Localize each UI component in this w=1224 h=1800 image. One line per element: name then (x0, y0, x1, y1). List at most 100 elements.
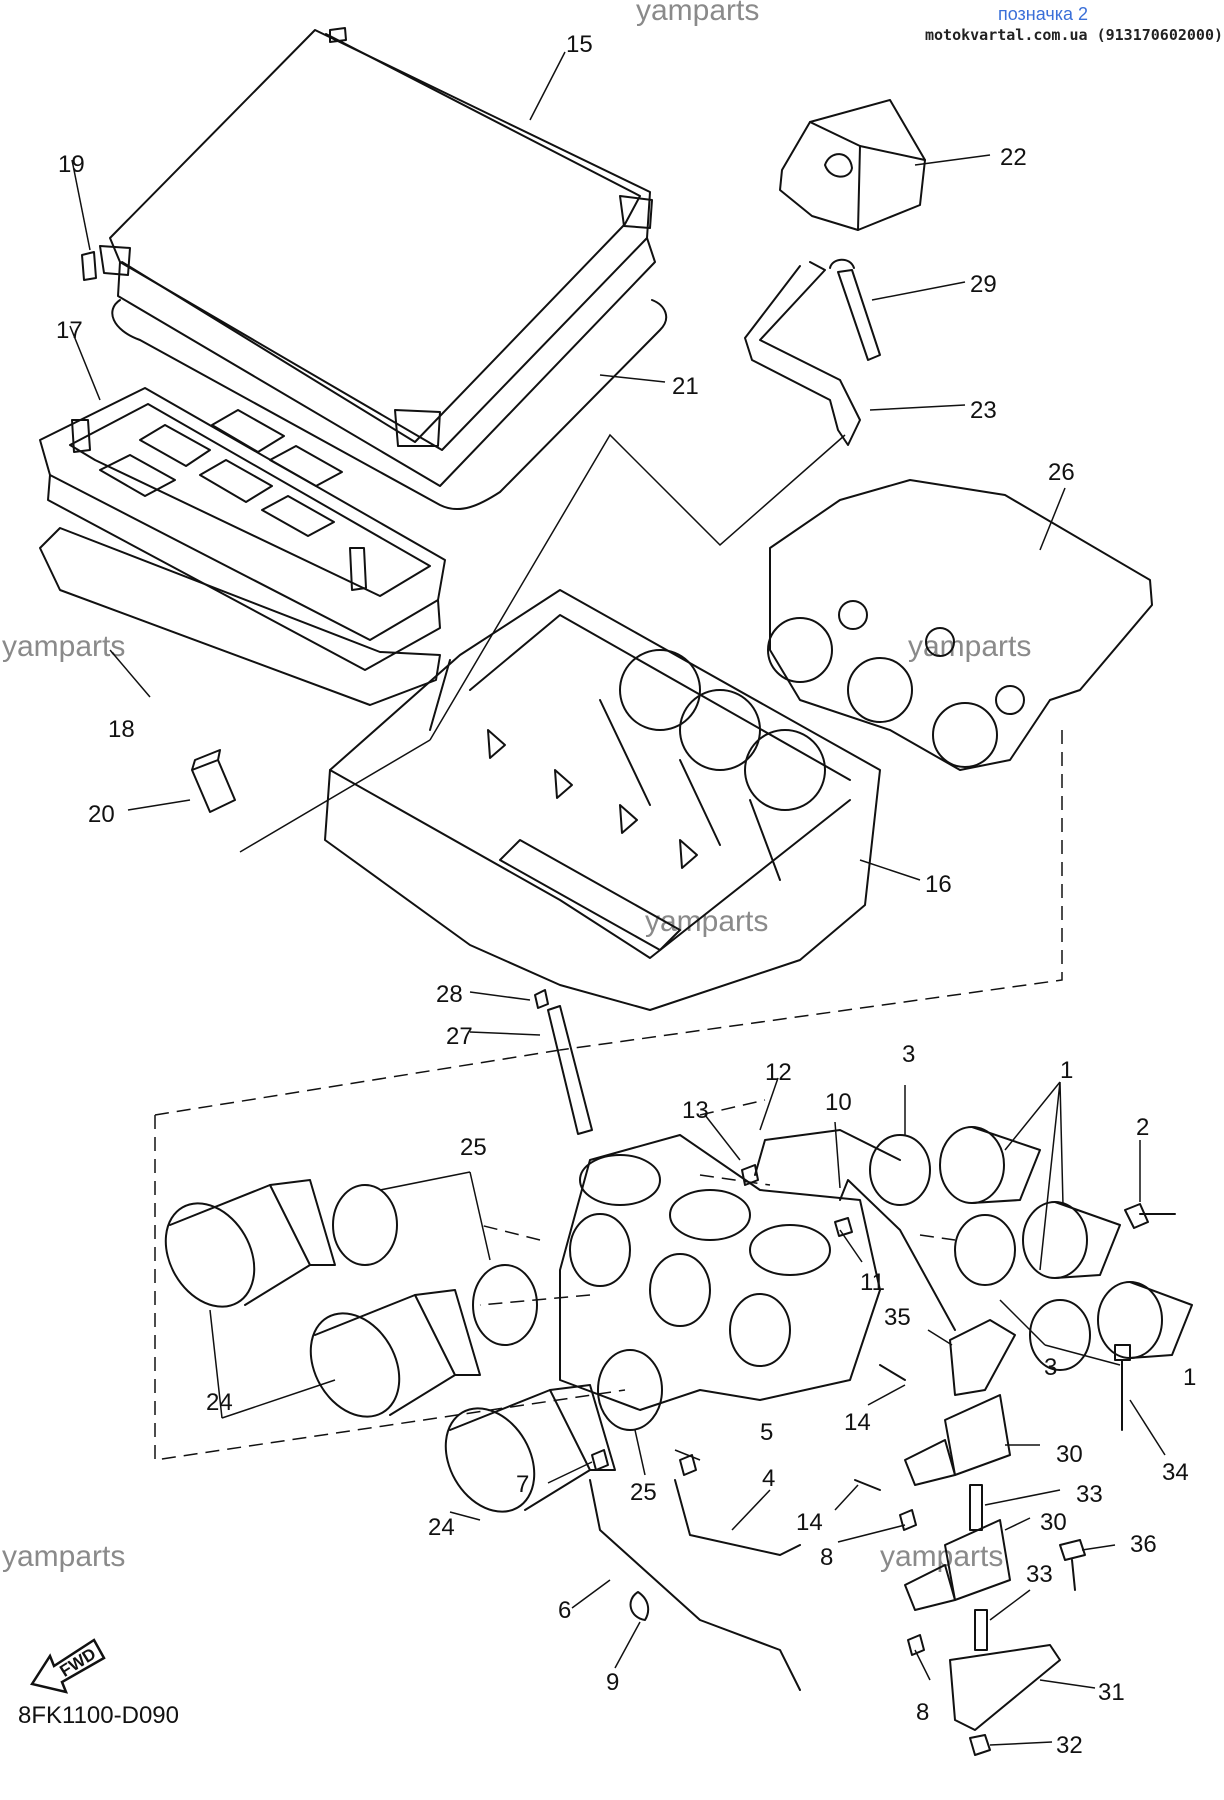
callout-14b: 14 (796, 1509, 823, 1536)
callout-3b: 3 (1044, 1354, 1057, 1381)
callout-26: 26 (1048, 459, 1075, 486)
clamp-part-3a (869, 1134, 931, 1206)
callout-23: 23 (970, 397, 997, 424)
hose-part-12 (754, 1129, 901, 1176)
watermark-bottom-left: yamparts (2, 1540, 126, 1573)
callout-30b: 30 (1040, 1509, 1067, 1536)
fwd-arrow-icon: FWD (28, 1618, 108, 1699)
guide-lines (154, 730, 1063, 1461)
callout-32: 32 (1056, 1732, 1083, 1759)
callout-13: 13 (682, 1097, 709, 1124)
pipe-part-33b (974, 1609, 988, 1651)
callout-24a: 24 (206, 1389, 233, 1416)
callout-1b: 1 (1183, 1364, 1196, 1391)
source-label: motokvartal.com.ua (913170602000) (925, 26, 1224, 44)
air-filter-cover-part-15 (99, 27, 656, 487)
clamp-part-3b (954, 1214, 1016, 1286)
callout-34: 34 (1162, 1459, 1189, 1486)
pipe-part-33a (969, 1484, 983, 1531)
hose-part-6 (589, 1479, 801, 1691)
filter-element-part-17 (39, 387, 446, 671)
sensor-part-22 (779, 99, 926, 231)
clip-part-7 (591, 1449, 609, 1471)
intake-joint-part-1c (1097, 1281, 1193, 1359)
pin-part-14a (879, 1364, 906, 1381)
callout-10: 10 (825, 1089, 852, 1116)
callout-17: 17 (56, 317, 83, 344)
callout-20: 20 (88, 801, 115, 828)
callout-27: 27 (446, 1023, 473, 1050)
callout-33a: 33 (1076, 1481, 1103, 1508)
clamp-part-25b (472, 1264, 538, 1346)
joint-part-13 (741, 1164, 759, 1186)
hose-part-23 (744, 261, 861, 446)
plate-part-31 (949, 1644, 1061, 1731)
callout-1a: 1 (1060, 1057, 1073, 1084)
hose-part-10 (839, 1179, 956, 1331)
callout-12: 12 (765, 1059, 792, 1086)
intake-joint-part-1b (1022, 1201, 1121, 1279)
callout-35: 35 (884, 1304, 911, 1331)
clamp-part-3c (1029, 1299, 1091, 1371)
callout-22: 22 (1000, 144, 1027, 171)
clip-part-19 (81, 251, 97, 281)
screw-part-2 (1124, 1203, 1176, 1229)
connection-line (239, 433, 846, 853)
leader-lines (69, 51, 1166, 1746)
diagram-tag: позначка 2 (998, 4, 1089, 24)
intake-funnel-24b (309, 1289, 481, 1418)
block-part-20 (191, 749, 236, 813)
pin-part-14b (854, 1479, 881, 1491)
callout-30a: 30 (1056, 1441, 1083, 1468)
callout-2: 2 (1136, 1114, 1149, 1141)
clip-part-8b (907, 1634, 925, 1656)
bolt-part-36 (1059, 1539, 1086, 1591)
callout-25a: 25 (460, 1134, 487, 1161)
callout-21: 21 (672, 373, 699, 400)
callout-11: 11 (860, 1269, 885, 1296)
callout-8a: 8 (820, 1544, 833, 1571)
callout-15: 15 (566, 31, 593, 58)
intake-funnel-24c (444, 1384, 616, 1513)
intake-joint-part-1a (939, 1126, 1041, 1204)
air-valve-part-30b (904, 1519, 1011, 1611)
clip-part-9 (629, 1591, 650, 1621)
clip-part-8a (899, 1509, 917, 1531)
callout-28: 28 (436, 981, 463, 1008)
nut-part-32 (969, 1734, 991, 1756)
callout-5: 5 (760, 1419, 773, 1446)
gasket-plate-part-26 (767, 479, 1153, 771)
watermark-top: yamparts (636, 0, 760, 27)
callout-3a: 3 (902, 1041, 915, 1068)
clamp-part-25c (597, 1349, 663, 1431)
throttle-body-assembly (559, 1134, 881, 1411)
sponge-part-18 (39, 527, 441, 706)
clamp-part-25a (332, 1184, 398, 1266)
callout-33b: 33 (1026, 1561, 1053, 1588)
intake-funnel-24a (164, 1179, 336, 1308)
hose-part-11 (834, 1217, 853, 1237)
callout-16: 16 (925, 871, 952, 898)
callout-8b: 8 (916, 1699, 929, 1726)
callout-7: 7 (516, 1471, 529, 1498)
callout-14a: 14 (844, 1409, 871, 1436)
callout-36: 36 (1130, 1531, 1157, 1558)
drain-hose-part-27 (547, 1005, 593, 1135)
callout-9: 9 (606, 1669, 619, 1696)
callout-24b: 24 (428, 1514, 455, 1541)
seal-part-21 (111, 299, 668, 510)
bolt-part-29 (829, 258, 881, 361)
callout-6: 6 (558, 1597, 571, 1624)
clip-part-28 (534, 989, 549, 1009)
bolt-part-34 (1114, 1344, 1131, 1431)
bracket-part-35 (949, 1319, 1016, 1396)
hose-part-4 (674, 1479, 801, 1556)
callout-29: 29 (970, 271, 997, 298)
callout-25b: 25 (630, 1479, 657, 1506)
airbox-part-16 (324, 589, 881, 1011)
clip-part-5 (679, 1454, 697, 1476)
diagram-code: 8FK1100-D090 (18, 1702, 179, 1729)
callout-31: 31 (1098, 1679, 1125, 1706)
